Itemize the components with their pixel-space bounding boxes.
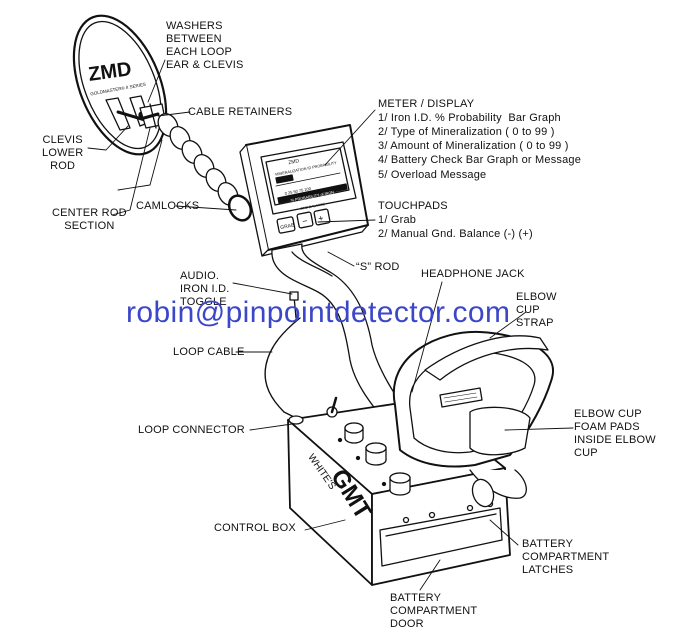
loop-connector-label: LOOP CONNECTOR <box>138 424 245 436</box>
meter-housing: ZMD MINERALIZATION ID PROBABILITY 0 25 5… <box>239 124 369 257</box>
meter-item-5: 5/ Overload Message <box>378 169 487 181</box>
display-scale: 0 25 50 75 100 <box>284 186 312 196</box>
elbow-cup <box>392 330 555 508</box>
clevis-label: CLEVIS LOWER ROD <box>42 134 84 172</box>
touchpads-item-1: 1/ Grab <box>378 214 417 226</box>
loop-cable-label: LOOP CABLE <box>173 346 245 358</box>
meter-item-4: 4/ Battery Check Bar Graph or Message <box>378 154 582 166</box>
audio-toggle-switch[interactable] <box>326 396 338 418</box>
touchpads-title: TOUCHPADS <box>378 200 448 212</box>
display-top-text: ZMD <box>288 158 300 166</box>
minus-pad-label: − <box>301 216 308 227</box>
loop-connector <box>288 415 304 425</box>
center-rod-label: CENTER ROD SECTION <box>52 207 127 232</box>
minus-pad[interactable] <box>296 211 314 229</box>
loop-cable <box>264 291 301 419</box>
audio-toggle-label: AUDIO. IRON I.D. TOGGLE <box>180 270 230 308</box>
meter-item-1: 1/ Iron I.D. % Probability Bar Graph <box>378 112 561 124</box>
grab-pad[interactable] <box>276 216 296 234</box>
leader-lines <box>87 59 574 591</box>
battery-door-label: BATTERY COMPARTMENT DOOR <box>390 592 478 630</box>
watermark: robin@pinpointdetector.com <box>126 296 511 329</box>
grab-pad-label: GRAB <box>280 222 296 231</box>
meter-item-3: 3/ Amount of Mineralization ( 0 to 99 ) <box>378 140 569 152</box>
plus-pad-label: + <box>317 213 324 224</box>
control-box: WHITE'S GMT <box>287 396 511 586</box>
control-box-label: CONTROL BOX <box>214 522 296 534</box>
elbow-strap-label: ELBOW CUP STRAP <box>516 291 557 329</box>
meter-item-2: 2/ Type of Mineralization ( 0 to 99 ) <box>378 126 555 138</box>
battery-latches-label: BATTERY COMPARTMENT LATCHES <box>522 538 610 576</box>
touchpads-item-2: 2/ Manual Gnd. Balance (-) (+) <box>378 228 533 240</box>
camlocks-label: CAMLOCKS <box>136 200 200 212</box>
plus-pad[interactable] <box>313 208 331 226</box>
s-rod-label: “S” ROD <box>356 261 400 273</box>
battery-door[interactable] <box>379 507 503 567</box>
headphone-jack-label: HEADPHONE JACK <box>421 268 525 280</box>
control-knobs[interactable] <box>344 422 411 496</box>
center-rod <box>157 113 253 222</box>
cable-retainers-label: CABLE RETAINERS <box>188 106 293 118</box>
washers-label: WASHERS BETWEEN EACH LOOP EAR & CLEVIS <box>166 20 244 71</box>
foam-pads-label: ELBOW CUP FOAM PADS INSIDE ELBOW CUP <box>574 408 656 459</box>
meter-title: METER / DISPLAY <box>378 98 475 110</box>
gnd-balance-label: GND BALANCE <box>300 202 326 211</box>
